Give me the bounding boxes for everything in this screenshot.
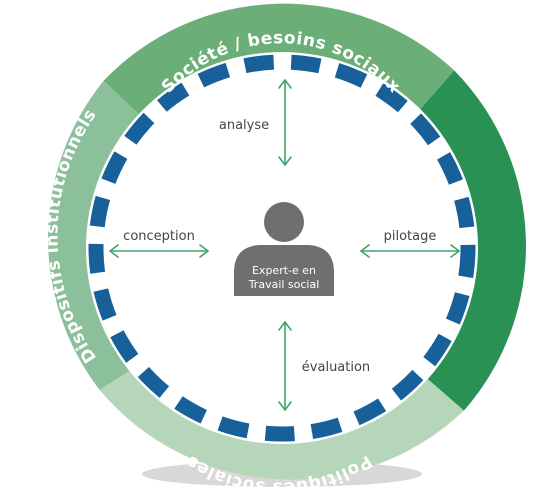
arrow-pilotage (360, 244, 460, 258)
arrow-label-analyse: analyse (219, 118, 269, 133)
arrow-conception (109, 244, 209, 258)
conception-label-bg (113, 226, 205, 244)
arrow-label-evaluation: évaluation (302, 360, 370, 375)
arrow-label-conception: conception (123, 229, 195, 244)
arrow-analyse (278, 79, 292, 166)
pilotage-label-bg (372, 226, 448, 244)
arrow-evaluation (278, 321, 292, 411)
arrows (109, 79, 460, 411)
center-label-line1: Expert-e en (252, 264, 316, 277)
person-icon (234, 202, 334, 296)
evaluation-label-bg (292, 356, 382, 376)
center-label-line2: Travail social (248, 278, 320, 291)
dashed-blue-ring (88, 54, 476, 442)
arrow-label-pilotage: pilotage (384, 229, 437, 244)
analyse-label-bg (212, 114, 276, 134)
